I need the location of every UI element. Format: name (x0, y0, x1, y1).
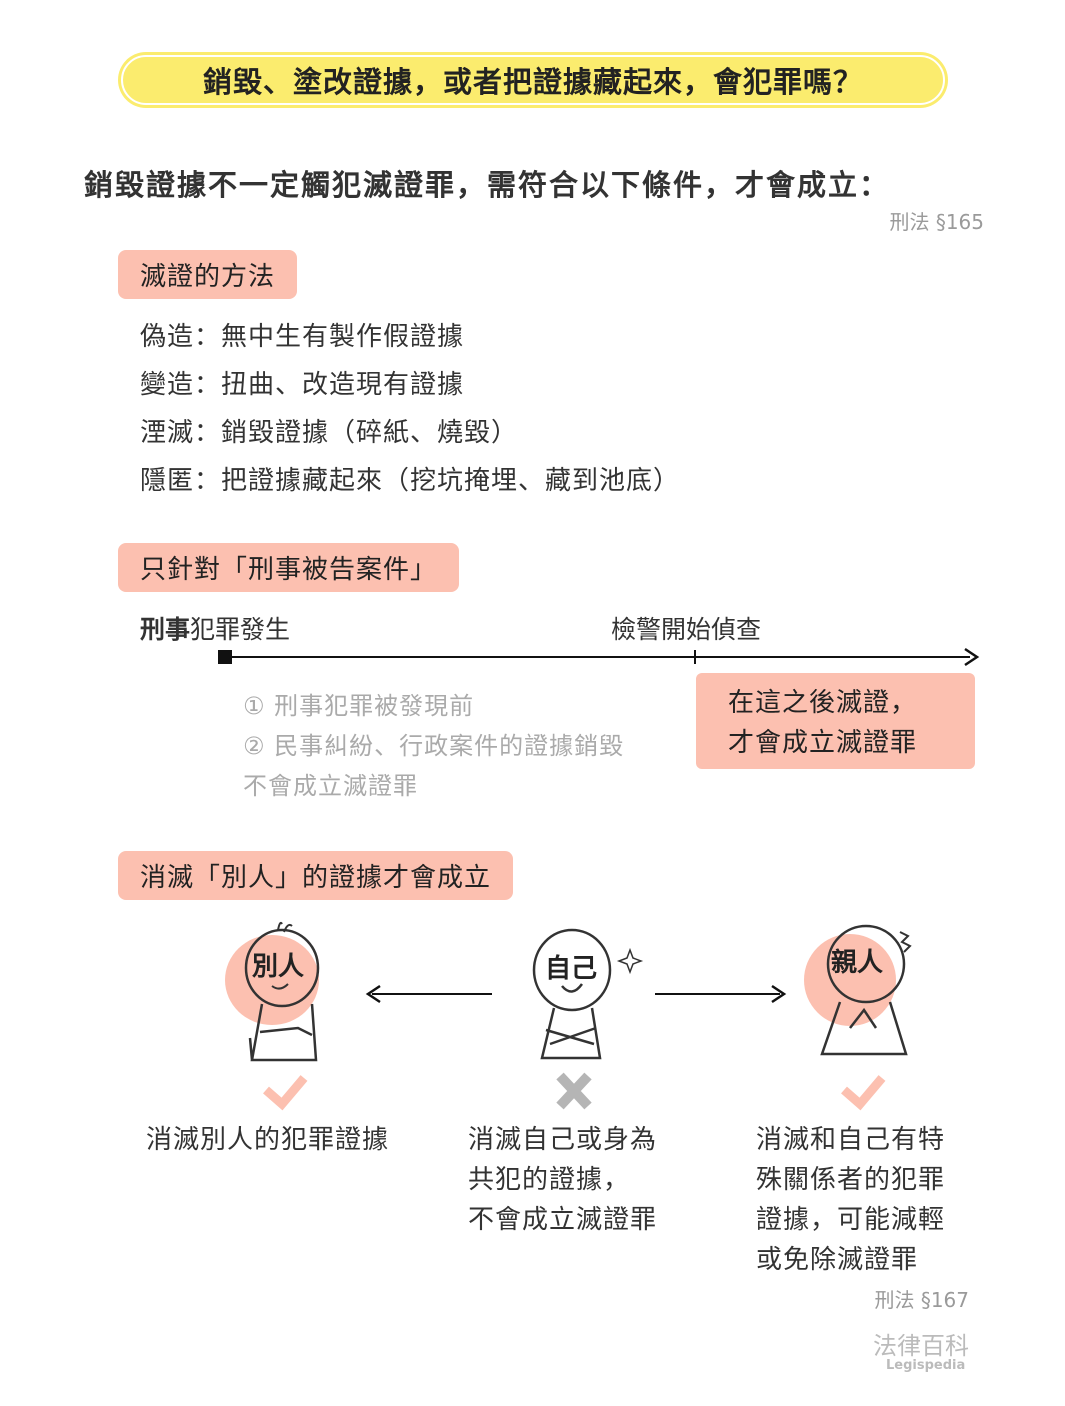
section-tag-others: 消滅「別人」的證據才會成立 (118, 851, 514, 900)
self-figure (532, 928, 644, 1060)
figure-label-self: 自己 (545, 954, 598, 984)
logo-text: 法律百科 (873, 1332, 969, 1360)
method-item: 隱匿：把證據藏起來（挖坑掩埋、藏到池底） (140, 466, 681, 496)
method-item: 偽造：無中生有製作假證據 (140, 322, 465, 352)
check-icon (263, 1075, 308, 1111)
section-tag-methods: 滅證的方法 (118, 250, 298, 299)
cross-icon (556, 1072, 592, 1110)
title-banner: 銷毀、塗改證據，或者把證據藏起來，會犯罪嗎？ (118, 52, 948, 108)
method-item: 變造：扭曲、改造現有證據 (140, 370, 465, 400)
timeline (218, 647, 980, 667)
caption-others: 消滅別人的犯罪證據 (146, 1125, 390, 1155)
figure-label-relative: 親人 (831, 948, 884, 978)
timeline-start-label: 刑事犯罪發生 (140, 610, 290, 646)
timeline-arrow-icon (964, 647, 980, 667)
other-person-figure (225, 921, 320, 1062)
box-line: 在這之後滅證， (728, 688, 918, 718)
excluded-item: ② 民事糾紛、行政案件的證據銷毀 (243, 732, 625, 760)
caption-relative: 消滅和自己有特殊關係者的犯罪證據，可能減輕或免除滅證罪 (756, 1125, 946, 1275)
sparkle-icon (616, 947, 644, 975)
caption-self: 消滅自己或身為共犯的證據，不會成立滅證罪 (468, 1125, 658, 1235)
section-tag-criminal: 只針對「刑事被告案件」 (118, 543, 460, 592)
timeline-start-marker (218, 650, 232, 664)
check-icon (841, 1075, 886, 1111)
citation-167: 刑法 §167 (874, 1288, 969, 1312)
title-text: 銷毀、塗改證據，或者把證據藏起來，會犯罪嗎？ (121, 55, 945, 105)
subtitle: 銷毀證據不一定觸犯滅證罪，需符合以下條件，才會成立： (84, 168, 891, 202)
figure-label-others: 別人 (252, 952, 305, 982)
relative-figure (804, 924, 912, 1056)
citation-165: 刑法 §165 (889, 210, 984, 234)
logo-subtext: Legispedia (886, 1358, 966, 1373)
excluded-item: ① 刑事犯罪被發現前 (243, 692, 475, 720)
timeline-start-bold: 刑事 (140, 615, 191, 644)
figures-illustration (225, 921, 912, 1111)
after-investigation-box: 在這之後滅證， 才會成立滅證罪 (696, 673, 975, 769)
timeline-start-rest: 犯罪發生 (190, 615, 291, 644)
timeline-mid-label: 檢警開始偵查 (611, 615, 762, 644)
method-item: 湮滅：銷毀證據（碎紙、燒毀） (140, 418, 519, 448)
box-line: 才會成立滅證罪 (728, 728, 918, 758)
excluded-note: 不會成立滅證罪 (243, 772, 418, 800)
